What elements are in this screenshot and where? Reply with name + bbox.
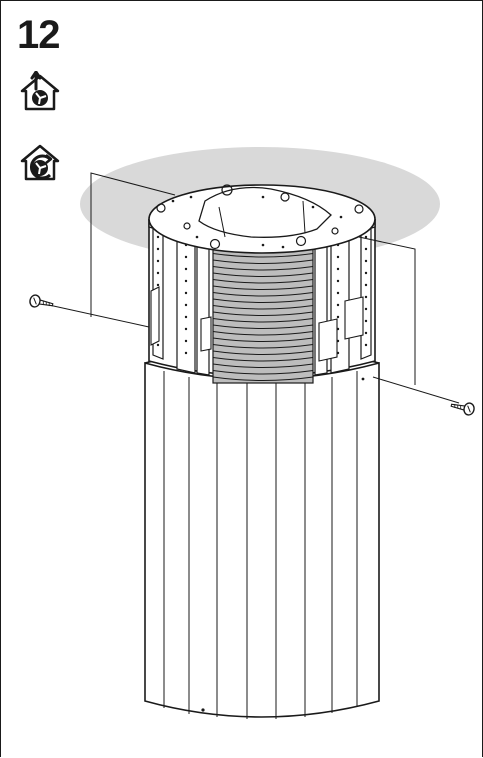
mounting-frame	[148, 184, 376, 384]
step-number: 12	[17, 13, 60, 57]
screw-right-icon	[450, 402, 475, 416]
screw-left-icon	[29, 294, 54, 308]
house-fan-arrow-up-icon	[20, 71, 60, 111]
house-fan-recirculate-icon	[20, 144, 60, 181]
flexible-duct	[212, 240, 314, 384]
top-mounting-plate	[148, 184, 376, 254]
lower-chimney-cover	[144, 347, 380, 719]
leader-lines	[48, 172, 460, 404]
